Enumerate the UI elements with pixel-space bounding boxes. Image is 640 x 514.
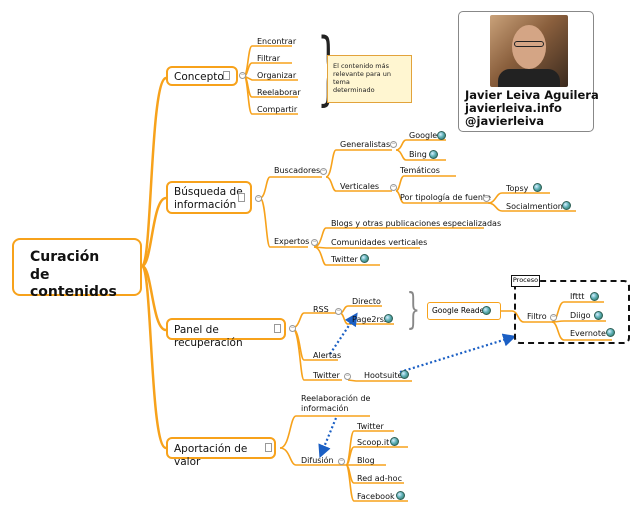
node-diigo: Diigo [570,311,591,320]
collapse-icon[interactable]: − [390,141,397,148]
collapse-icon[interactable]: − [335,308,342,315]
node-difusion: Difusión [301,456,334,465]
node-topsy: Topsy [506,184,529,193]
root-title-line1: Curación [30,249,100,265]
globe-icon[interactable] [590,292,599,301]
branch-panel-label: Panel de recuperación [174,324,243,349]
globe-icon[interactable] [390,437,399,446]
globe-icon[interactable] [400,370,409,379]
collapse-icon[interactable]: − [338,458,345,465]
node-twitter-panel: Twitter [313,371,340,380]
rss-brace: } [406,284,421,333]
globe-icon[interactable] [562,201,571,210]
globe-icon[interactable] [482,306,491,315]
node-scoopit: Scoop.it [357,438,390,447]
collapse-icon[interactable]: − [390,184,397,191]
node-alertas: Alertas [313,351,342,360]
reelaboracion-to-difusion-arrow [318,417,338,459]
root-title-line2: de contenidos [30,267,117,300]
globe-icon[interactable] [594,311,603,320]
node-generalistas: Generalistas [340,140,391,149]
collapse-icon[interactable]: − [289,325,296,332]
node-tipologia: Por tipología de fuente [400,193,491,202]
root-to-panel-line [140,264,168,332]
root-node[interactable]: Curación de contenidos [12,238,142,300]
document-icon [274,324,281,333]
node-buscadores: Buscadores [274,166,321,175]
branch-busqueda[interactable]: Búsqueda de información [166,181,252,214]
document-icon [223,71,230,80]
node-socialmention: Socialmention [506,202,563,211]
collapse-icon[interactable]: − [239,72,246,79]
author-photo [490,15,568,87]
concepto-item: Encontrar [257,37,297,46]
root-to-concepto-line [140,76,168,268]
globe-icon[interactable] [384,314,393,323]
concepto-item: Compartir [257,105,298,114]
node-twitter-difusion: Twitter [357,422,384,431]
branch-concepto-label: Concepto [174,71,224,83]
node-twitter: Twitter [331,255,358,264]
node-directo: Directo [352,297,381,306]
collapse-icon[interactable]: − [255,195,262,202]
root-to-busqueda-line [140,196,168,268]
branch-concepto[interactable]: Concepto [166,66,238,86]
branch-busqueda-line2: información [174,199,237,211]
concepto-item: Filtrar [257,54,281,63]
author-name: Javier Leiva Aguilera [465,88,599,102]
node-ifttt: Ifttt [570,292,585,301]
google-reader-label: Google Reader [432,306,488,315]
concepto-item: Organizar [257,71,297,80]
node-comunidades: Comunidades verticales [331,238,428,247]
collapse-icon[interactable]: − [550,314,557,321]
proceso-label: Proceso [511,275,540,287]
concepto-note: El contenido más relevante para un tema … [327,55,412,103]
collapse-icon[interactable]: − [320,168,327,175]
document-icon [265,443,272,452]
node-hootsuite: Hootsuite [364,371,403,380]
globe-icon[interactable] [360,254,369,263]
proceso-group [514,280,630,344]
node-reelaboracion-line2: información [301,404,349,413]
node-tematicos: Temáticos [400,166,440,175]
node-evernote: Evernote [570,329,606,338]
branch-busqueda-line1: Búsqueda de [174,186,243,198]
globe-icon[interactable] [396,491,405,500]
globe-icon[interactable] [429,150,438,159]
document-icon [238,193,245,202]
node-expertos: Expertos [274,237,310,246]
branch-aportacion[interactable]: Aportación de valor [166,437,276,468]
collapse-icon[interactable]: − [311,239,318,246]
branch-panel[interactable]: Panel de recuperación [166,318,286,349]
author-site: javierleiva.info [465,101,562,115]
concepto-item: Reelaborar [257,88,301,97]
node-bing: Bing [409,150,427,159]
node-redadhoc: Red ad-hoc [357,474,402,483]
node-rss: RSS [313,305,329,314]
node-verticales: Verticales [340,182,380,191]
collapse-icon[interactable]: − [483,195,490,202]
author-handle: @javierleiva [465,114,545,128]
alertas-to-page2rss-arrow [329,312,358,355]
root-to-aportacion-line [140,264,168,450]
node-filtro: Filtro [527,312,547,321]
node-reelaboracion-line1: Reelaboración de [301,394,371,403]
node-blog: Blog [357,456,375,465]
globe-icon[interactable] [437,131,446,140]
node-google: Google [409,131,438,140]
node-blogs: Blogs y otras publicaciones especializad… [331,219,502,228]
collapse-icon[interactable]: − [344,373,351,380]
branch-aportacion-label: Aportación de valor [174,443,248,468]
node-page2rss: Page2rss [352,315,389,324]
node-facebook: Facebook [357,492,395,501]
hootsuite-to-proceso-arrow [399,333,517,374]
globe-icon[interactable] [533,183,542,192]
globe-icon[interactable] [606,328,615,337]
